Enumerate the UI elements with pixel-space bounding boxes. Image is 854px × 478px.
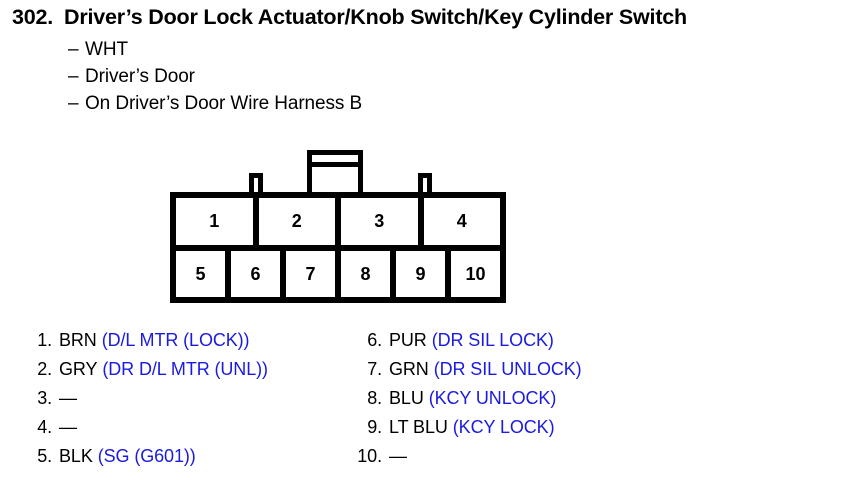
connector-pin: 8 xyxy=(341,251,396,297)
wire-color: — xyxy=(59,388,77,408)
connector-pin: 2 xyxy=(258,198,341,245)
locking-tab-center-bar-icon xyxy=(307,162,363,167)
pin-legend-row: 4. — xyxy=(22,417,352,446)
circuit-name: (D/L MTR (LOCK)) xyxy=(101,330,250,350)
connector-pin: 4 xyxy=(423,198,500,245)
locking-tab-center-icon xyxy=(307,150,363,194)
connector-pin-row-bottom: 5 6 7 8 9 10 xyxy=(176,251,500,297)
connector-body: 1 2 3 4 5 6 7 8 9 10 xyxy=(170,192,506,303)
wire-color: BRN xyxy=(59,330,97,350)
pin-legend-row: 7. GRN (DR SIL UNLOCK) xyxy=(352,359,682,388)
connector-pin-row-top: 1 2 3 4 xyxy=(176,198,500,251)
connector-title: Driver’s Door Lock Actuator/Knob Switch/… xyxy=(64,5,687,29)
pin-legend-row: 9. LT BLU (KCY LOCK) xyxy=(352,417,682,446)
connector-pin: 7 xyxy=(286,251,341,297)
circuit-name: (SG (G601)) xyxy=(97,446,196,466)
pin-number: 3. xyxy=(37,388,52,408)
pin-legend-row: 8. BLU (KCY UNLOCK) xyxy=(352,388,682,417)
detail-text: On Driver’s Door Wire Harness B xyxy=(85,93,363,114)
pin-number: 8. xyxy=(367,388,382,408)
connector-detail-list: –WHT –Driver’s Door –On Driver’s Door Wi… xyxy=(68,36,768,117)
wire-color: — xyxy=(59,417,77,437)
dash-marker: – xyxy=(68,39,79,60)
wire-color: — xyxy=(389,446,407,466)
dash-marker: – xyxy=(68,66,79,87)
connector-pin: 1 xyxy=(176,198,259,245)
wire-color: BLK xyxy=(59,446,93,466)
detail-text: WHT xyxy=(85,39,128,60)
connector-number: 302. xyxy=(12,5,54,29)
circuit-name: (DR SIL UNLOCK) xyxy=(433,359,582,379)
circuit-name: (DR D/L MTR (UNL)) xyxy=(102,359,268,379)
circuit-name: (DR SIL LOCK) xyxy=(431,330,554,350)
wire-color: PUR xyxy=(389,330,427,350)
connector-pin: 6 xyxy=(231,251,286,297)
circuit-name: (KCY LOCK) xyxy=(452,417,555,437)
pin-number: 2. xyxy=(37,359,52,379)
pin-legend-row: 10. — xyxy=(352,446,682,475)
pin-legend-column-left: 1. BRN (D/L MTR (LOCK)) 2. GRY (DR D/L M… xyxy=(22,330,352,475)
pin-number: 1. xyxy=(37,330,52,350)
pin-number: 4. xyxy=(37,417,52,437)
wire-color: GRY xyxy=(59,359,98,379)
detail-line: –On Driver’s Door Wire Harness B xyxy=(68,90,768,117)
pin-legend-row: 5. BLK (SG (G601)) xyxy=(22,446,352,475)
connector-pin: 5 xyxy=(176,251,231,297)
dash-marker: – xyxy=(68,93,79,114)
detail-line: –WHT xyxy=(68,36,768,63)
wire-color: BLU xyxy=(389,388,424,408)
pin-number: 9. xyxy=(367,417,382,437)
wire-color: LT BLU xyxy=(389,417,448,437)
detail-line: –Driver’s Door xyxy=(68,63,768,90)
pin-legend-row: 1. BRN (D/L MTR (LOCK)) xyxy=(22,330,352,359)
pin-legend-row: 6. PUR (DR SIL LOCK) xyxy=(352,330,682,359)
connector-pin: 10 xyxy=(451,251,500,297)
page-title: 302. Driver’s Door Lock Actuator/Knob Swi… xyxy=(12,5,687,30)
connector-pin: 3 xyxy=(341,198,424,245)
pin-legend-row: 2. GRY (DR D/L MTR (UNL)) xyxy=(22,359,352,388)
connector-diagram: 1 2 3 4 5 6 7 8 9 10 xyxy=(170,148,506,303)
pin-legend-row: 3. — xyxy=(22,388,352,417)
pin-number: 6. xyxy=(367,330,382,350)
locking-tab-right-icon xyxy=(418,173,432,194)
wire-color: GRN xyxy=(389,359,429,379)
circuit-name: (KCY UNLOCK) xyxy=(428,388,557,408)
pin-legend-column-right: 6. PUR (DR SIL LOCK) 7. GRN (DR SIL UNLO… xyxy=(352,330,682,475)
locking-tab-left-icon xyxy=(249,173,263,194)
connector-pin: 9 xyxy=(396,251,451,297)
detail-text: Driver’s Door xyxy=(85,66,195,87)
pin-number: 7. xyxy=(367,359,382,379)
pin-number: 10. xyxy=(357,446,382,466)
pin-number: 5. xyxy=(37,446,52,466)
